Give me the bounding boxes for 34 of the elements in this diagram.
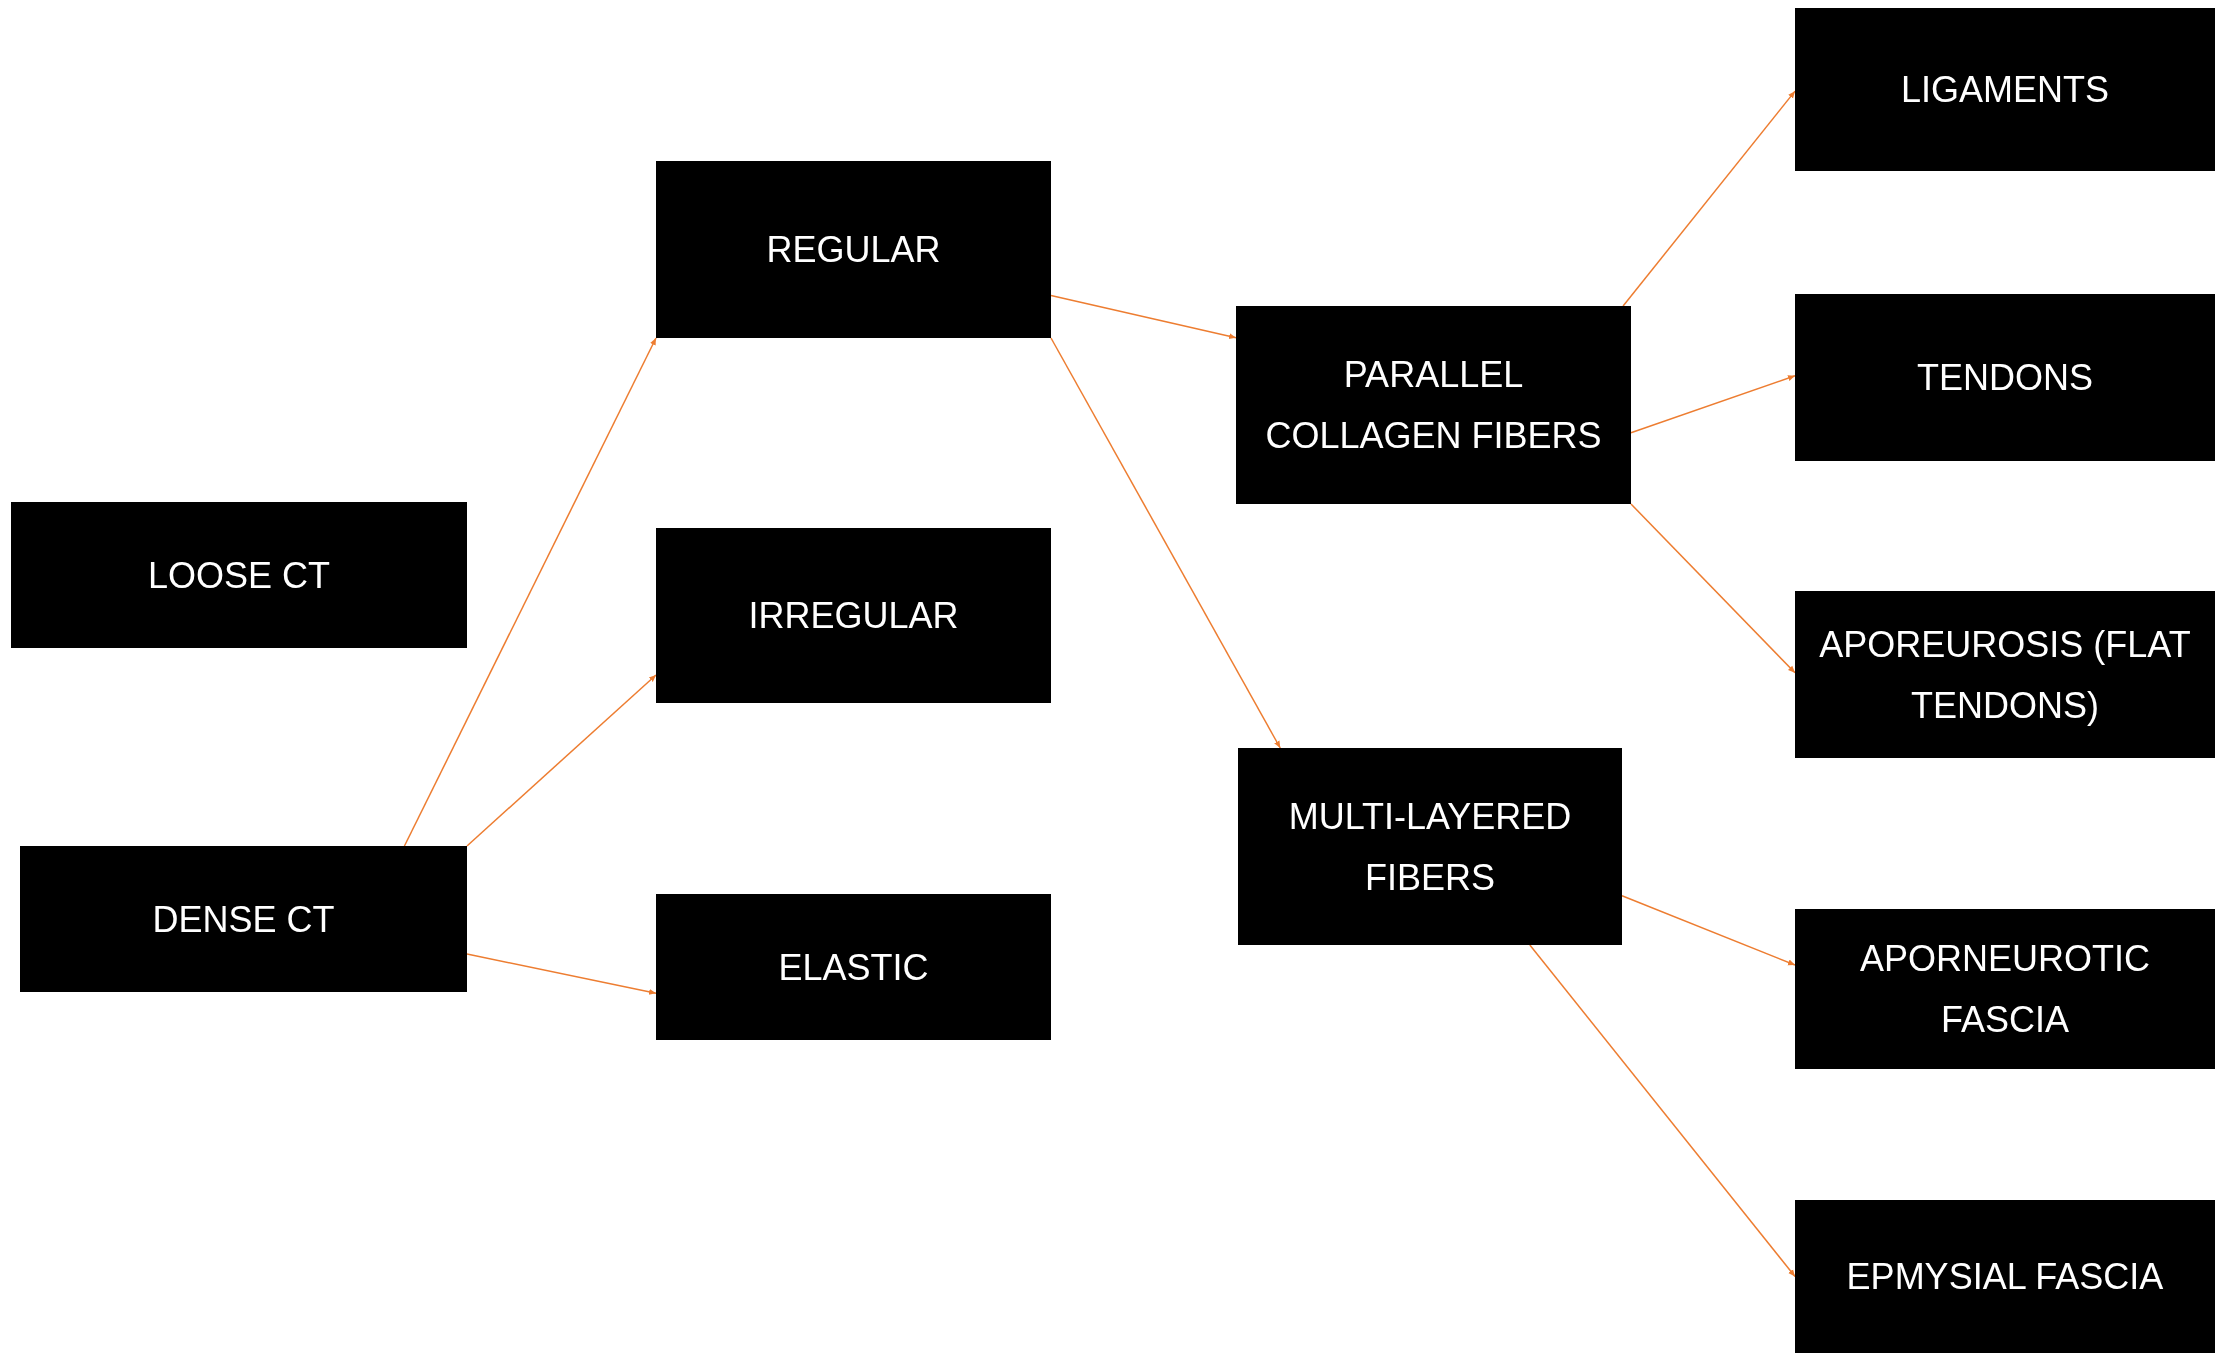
- box-label: REGULAR: [766, 228, 941, 272]
- arrow: [403, 337, 657, 847]
- arrow: [1630, 375, 1796, 434]
- box-label: ELASTIC: [778, 945, 929, 990]
- category-box: [1238, 748, 1622, 945]
- category-box: [1795, 1200, 2215, 1353]
- category-box: [656, 161, 1051, 338]
- category-box: [1795, 591, 2215, 758]
- category-box: [11, 502, 467, 648]
- box-label: APORNEUROTIC FASCIA: [1859, 937, 2151, 1042]
- box-label: APOREUROSIS (FLAT TENDONS): [1818, 622, 2192, 728]
- arrow: [1050, 337, 1281, 749]
- category-box: [656, 894, 1051, 1040]
- category-box: [20, 846, 467, 992]
- box-label: LIGAMENTS: [1900, 68, 2109, 112]
- arrow: [1050, 294, 1237, 340]
- category-box: [1236, 306, 1631, 504]
- arrow: [1621, 895, 1796, 966]
- box-label: MULTI-LAYERED FIBERS: [1287, 794, 1573, 900]
- category-box: [1795, 294, 2215, 461]
- arrow: [1630, 503, 1796, 674]
- arrow: [466, 953, 657, 995]
- box-label: PARALLEL COLLAGEN FIBERS: [1264, 353, 1603, 458]
- box-label: LOOSE CT: [147, 553, 330, 598]
- category-box: [1795, 8, 2215, 171]
- box-label: IRREGULAR: [748, 594, 959, 638]
- arrow: [1529, 944, 1796, 1278]
- category-box: [1795, 909, 2215, 1069]
- category-box: [656, 528, 1051, 703]
- arrow: [1622, 90, 1796, 307]
- box-label: DENSE CT: [152, 897, 335, 942]
- box-label: EPMYSIAL FASCIA: [1846, 1255, 2164, 1299]
- box-label: TENDONS: [1917, 356, 2093, 400]
- arrow: [466, 674, 657, 847]
